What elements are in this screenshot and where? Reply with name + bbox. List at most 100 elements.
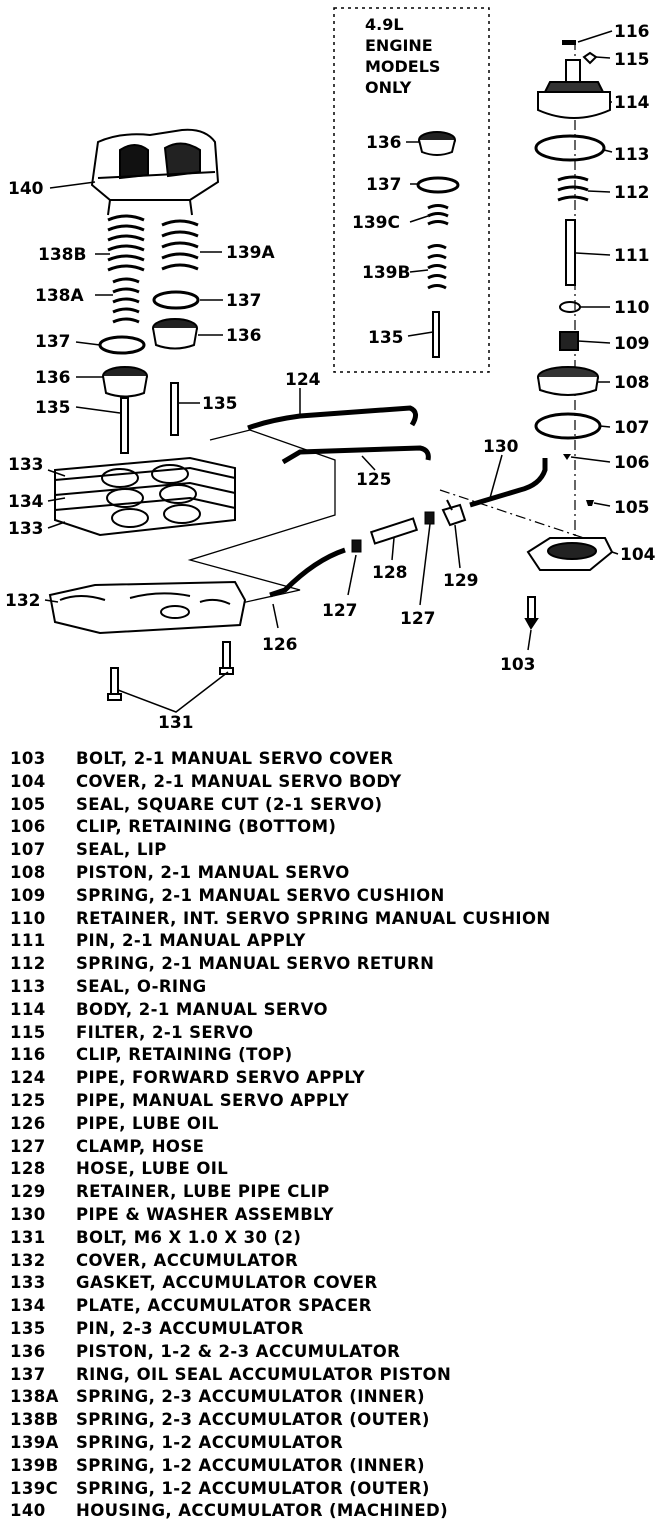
callout-116: 116 [614, 22, 650, 42]
callout-115: 115 [614, 50, 650, 70]
part-number: 107 [10, 840, 46, 860]
part-description: CLIP, RETAINING (BOTTOM) [76, 817, 337, 837]
callout-111: 111 [614, 246, 650, 266]
part-number: 104 [10, 771, 46, 791]
callout-104: 104 [620, 545, 656, 565]
callout-130: 130 [483, 437, 519, 457]
spring-138b [107, 214, 145, 272]
part-description: PLATE, ACCUMULATOR SPACER [76, 1296, 372, 1316]
ring-137-left [98, 335, 146, 355]
callout-105: 105 [614, 498, 650, 518]
engine-models-box [333, 7, 490, 373]
part-number: 126 [10, 1113, 46, 1133]
part-number: 115 [10, 1022, 46, 1042]
part-description: SEAL, O-RING [76, 976, 207, 996]
part-number: 128 [10, 1159, 46, 1179]
part-number: 138B [10, 1410, 59, 1430]
part-number: 130 [10, 1204, 46, 1224]
part-number: 108 [10, 862, 46, 882]
bolts-131 [107, 641, 234, 701]
part-number: 111 [10, 931, 46, 951]
part-row: 125 PIPE, MANUAL SERVO APPLY [10, 1090, 660, 1113]
part-number: 139B [10, 1455, 59, 1475]
callout-140: 140 [8, 179, 44, 199]
part-description: PISTON, 1-2 & 2-3 ACCUMULATOR [76, 1341, 401, 1361]
callout-103: 103 [500, 655, 536, 675]
spring-139b [427, 244, 447, 290]
part-description: RETAINER, LUBE PIPE CLIP [76, 1182, 330, 1202]
alignment-line [187, 429, 336, 611]
callout-labels: 103 104 105 106 107 108 109 110 111 112 … [5, 22, 656, 733]
part-description: SEAL, LIP [76, 840, 167, 860]
part-number: 103 [10, 749, 46, 768]
part-description: PIPE, FORWARD SERVO APPLY [76, 1068, 365, 1088]
part-description: COVER, 2-1 MANUAL SERVO BODY [76, 771, 402, 791]
note-line-4: ONLY [365, 78, 412, 97]
callout-136a: 136 [35, 368, 71, 388]
note-line-2: ENGINE [365, 36, 433, 55]
servo-body-114 [537, 59, 611, 119]
pin-135-engine-models [432, 311, 440, 358]
ring-137-engine-models [416, 176, 460, 194]
callout-114: 114 [614, 93, 650, 113]
part-description: SPRING, 2-1 MANUAL SERVO RETURN [76, 954, 435, 974]
callout-113: 113 [614, 145, 650, 165]
bolt-131-leader [117, 671, 229, 713]
callout-138b: 138B [38, 245, 86, 265]
callout-133b: 133 [8, 519, 44, 539]
spring-139a [161, 219, 199, 271]
part-row: 107 SEAL, LIP [10, 839, 660, 862]
centerlines [439, 40, 591, 541]
part-description: PIPE, MANUAL SERVO APPLY [76, 1090, 350, 1110]
pin-135-left [120, 397, 129, 454]
part-description: GASKET, ACCUMULATOR COVER [76, 1273, 378, 1293]
part-number: 138A [10, 1387, 59, 1407]
part-number: 106 [10, 817, 46, 837]
part-number: 139C [10, 1478, 59, 1498]
part-number: 129 [10, 1182, 46, 1202]
retainer-129 [441, 499, 467, 527]
part-number: 135 [10, 1318, 46, 1338]
note-line-1: 4.9L [365, 15, 404, 34]
part-number: 140 [10, 1501, 46, 1521]
part-description: RETAINER, INT. SERVO SPRING MANUAL CUSHI… [76, 908, 551, 928]
clamp-127-right [424, 511, 435, 525]
part-number: 139A [10, 1432, 59, 1452]
callout-106: 106 [614, 453, 650, 473]
clip-106 [563, 454, 571, 460]
part-row: 129 RETAINER, LUBE PIPE CLIP [10, 1181, 660, 1204]
pipe-130 [469, 458, 548, 508]
spring-112 [557, 175, 589, 202]
callout-136c: 136 [366, 133, 402, 153]
exploded-parts-diagram: 4.9L ENGINE MODELS ONLY [5, 7, 656, 733]
callout-129: 129 [443, 571, 479, 591]
part-number: 132 [10, 1250, 46, 1270]
part-number: 125 [10, 1090, 46, 1110]
callout-137c: 137 [366, 175, 402, 195]
part-number: 137 [10, 1364, 46, 1384]
part-row: 104 COVER, 2-1 MANUAL SERVO BODY [10, 771, 660, 794]
part-row: 106 CLIP, RETAINING (BOTTOM) [10, 816, 660, 839]
part-description: SPRING, 1-2 ACCUMULATOR (INNER) [76, 1455, 425, 1475]
seal-113 [534, 134, 606, 162]
part-description: SPRING, 2-3 ACCUMULATOR (INNER) [76, 1387, 425, 1407]
part-number: 136 [10, 1341, 46, 1361]
callout-112: 112 [614, 183, 650, 203]
servo-cover-104 [526, 537, 614, 571]
piston-136-engine-models [418, 131, 456, 156]
filter-115 [582, 51, 598, 65]
part-description: COVER, ACCUMULATOR [76, 1250, 299, 1270]
part-number: 134 [10, 1296, 46, 1316]
part-number: 114 [10, 999, 46, 1019]
